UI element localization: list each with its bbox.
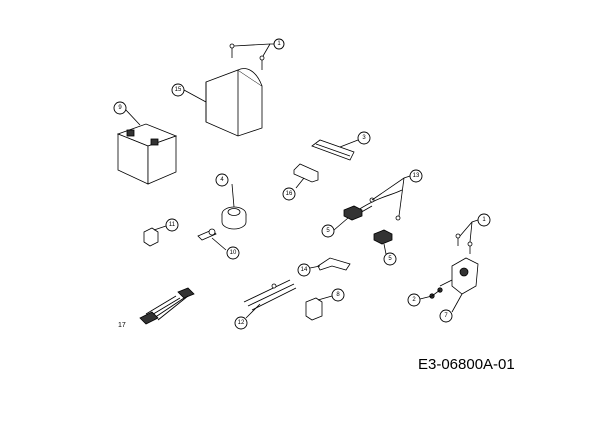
part-13-fuse-holder: [357, 175, 411, 221]
callout-13: 13: [409, 169, 423, 183]
callout-1-top: 1: [273, 38, 285, 50]
drawing-code: E3-06800A-01: [418, 356, 515, 373]
part-11-switch: [143, 225, 167, 247]
callout-2-label: 2: [412, 297, 416, 303]
callout-13-label: 13: [413, 173, 420, 179]
callout-2: 2: [407, 293, 421, 307]
part-2-nuts: [419, 287, 443, 300]
callout-9-label: 9: [118, 105, 122, 111]
callout-8: 8: [331, 288, 345, 302]
callout-15: 15: [171, 83, 207, 103]
part-16-clip: [293, 163, 319, 189]
callout-7: 7: [439, 309, 453, 323]
part-1-screws-top: [229, 43, 278, 70]
callout-5-upper-label: 5: [326, 228, 330, 234]
callout-16: 16: [282, 187, 296, 201]
callout-4: 4: [215, 173, 229, 187]
callout-8-label: 8: [336, 292, 340, 298]
callout-16-label: 16: [286, 191, 293, 197]
callout-3: 3: [357, 131, 371, 145]
callout-11-label: 11: [169, 222, 176, 228]
callout-3-label: 3: [362, 135, 366, 141]
part-8-connector: [305, 295, 333, 321]
part-10-key: [197, 228, 227, 251]
callout-10-label: 10: [230, 250, 237, 256]
label-17: 17: [118, 322, 126, 329]
part-15-cover: [205, 68, 263, 137]
callout-10: 10: [226, 246, 240, 260]
part-5-relay-upper: [333, 205, 363, 231]
part-12-cable-ties: [243, 279, 297, 319]
part-7-switch-bracket: [439, 257, 479, 313]
part-4-ignition-switch: [221, 183, 247, 230]
part-1-screws-lower: [455, 219, 479, 254]
callout-4-label: 4: [220, 177, 224, 183]
callout-11: 11: [165, 218, 179, 232]
callout-5-upper: 5: [321, 224, 335, 238]
callout-5-lower: 5: [383, 252, 397, 266]
callout-12-label: 12: [238, 320, 245, 326]
part-14-wire-clip: [309, 257, 351, 271]
part-3-strap: [311, 139, 359, 161]
part-17-wiring-harness: [139, 287, 195, 325]
callout-14: 14: [297, 263, 311, 277]
callout-1-top-label: 1: [277, 41, 281, 47]
callout-9: 9: [113, 101, 141, 126]
callout-12: 12: [234, 316, 248, 330]
callout-1-lower-label: 1: [482, 217, 486, 223]
callout-5-lower-label: 5: [388, 256, 392, 262]
part-9-battery: [116, 123, 178, 185]
callout-7-label: 7: [444, 313, 448, 319]
callout-1-lower: 1: [477, 213, 491, 227]
callout-15-label: 15: [175, 87, 182, 93]
callout-14-label: 14: [301, 267, 308, 273]
part-5-relay-lower: [373, 229, 393, 255]
